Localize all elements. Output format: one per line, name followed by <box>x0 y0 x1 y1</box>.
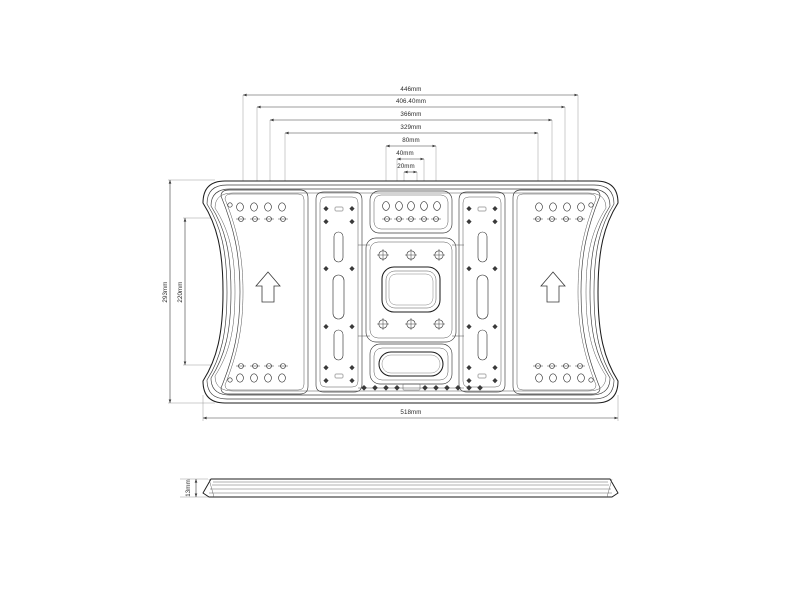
left-bottom-hole-row <box>236 363 288 383</box>
lower-slot-block <box>369 343 453 385</box>
left-rail-diamond-markers <box>323 206 355 384</box>
dimension-293: 293mm <box>162 180 172 403</box>
dimension-329: 329mm <box>285 124 538 135</box>
dimension-40-label: 40mm <box>396 150 414 157</box>
orientation-arrow-left-icon <box>255 271 281 303</box>
dimension-446: 446mm <box>243 86 578 97</box>
orientation-arrow-right-icon <box>540 271 566 303</box>
dimension-13: 13mm <box>180 478 208 498</box>
center-crosshair-holes <box>377 249 445 330</box>
dimension-20: 20mm <box>397 163 417 174</box>
dimension-13-label: 13mm <box>185 479 192 497</box>
dimension-80-label: 80mm <box>402 137 420 144</box>
corner-detail-holes <box>227 202 594 383</box>
dimension-518: 518mm <box>203 409 618 420</box>
center-mounting-boss <box>358 190 464 385</box>
center-aperture <box>381 266 441 313</box>
dimension-20-label: 20mm <box>397 163 415 170</box>
dimension-406-40: 406.40mm <box>257 98 565 109</box>
bracket-plate-front-view <box>202 180 619 404</box>
left-top-hole-row <box>236 202 288 222</box>
dimension-293-label: 293mm <box>162 281 169 302</box>
dimension-329-label: 329mm <box>400 124 421 131</box>
bracket-plate-side-profile-view: 13mm <box>180 478 619 498</box>
right-slot-rail <box>458 191 506 393</box>
bottom-diamond-marker-row <box>358 383 483 391</box>
left-wing-panel <box>220 189 309 395</box>
dimension-220: 220mm <box>177 218 187 365</box>
dimension-518-label: 518mm <box>400 409 421 416</box>
dimension-366: 366mm <box>270 111 552 122</box>
dimension-80: 80mm <box>386 137 436 148</box>
dimension-366-label: 366mm <box>400 111 421 118</box>
dimension-446-label: 446mm <box>400 86 421 93</box>
right-wing-panel <box>512 189 601 395</box>
extension-lines-bottom <box>202 395 619 421</box>
left-slot-rail <box>315 191 363 393</box>
center-top-hole-block <box>369 190 453 234</box>
dimension-40: 40mm <box>396 150 424 161</box>
dimension-406-40-label: 406.40mm <box>396 98 426 105</box>
dimension-220-label: 220mm <box>177 281 184 302</box>
